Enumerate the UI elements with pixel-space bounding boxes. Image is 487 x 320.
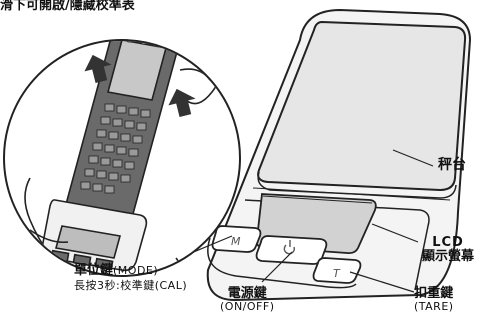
inset-circle <box>3 39 241 277</box>
power-label-title: 電源鍵 <box>227 286 267 301</box>
lcd-label-line1: LCD <box>432 235 464 250</box>
key-row <box>207 225 362 289</box>
power-label-sub: (ON/OFF) <box>220 299 275 313</box>
mode-label: 單位鍵(MODE) 長按3秒:校準鍵(CAL) <box>74 264 187 291</box>
platform-label-text: 秤台 <box>438 157 466 173</box>
tare-label: 扣重鍵 (TARE) <box>414 287 454 312</box>
power-button[interactable] <box>255 235 328 265</box>
lcd-label: LCD 顯示螢幕 <box>422 236 474 263</box>
power-label: 電源鍵 (ON/OFF) <box>220 287 275 312</box>
tare-button[interactable] <box>312 257 362 284</box>
keypad-grid <box>80 103 151 194</box>
platform-label: 秤台 <box>438 158 466 173</box>
tare-key-letter: T <box>333 267 341 280</box>
weighing-platform <box>257 20 467 192</box>
scale-body <box>206 8 472 302</box>
lcd-label-line2: 顯示螢幕 <box>422 248 475 264</box>
mode-label-line1: 單位鍵(MODE) <box>74 264 187 278</box>
leader-lines <box>183 149 434 293</box>
arrow-up-icon <box>84 54 196 118</box>
inset-caption: 滑下可開啟/隱藏校準表 <box>0 0 135 13</box>
mode-label-title: 單位鍵 <box>74 263 114 278</box>
power-icon <box>283 240 296 255</box>
mode-label-note: 長按3秒:校準鍵(CAL) <box>74 278 188 292</box>
tare-label-sub: (TARE) <box>414 299 454 313</box>
mode-key-letter: M <box>231 235 241 248</box>
tare-label-title: 扣重鍵 <box>414 286 454 301</box>
mode-label-sub: (MODE) <box>113 264 159 277</box>
